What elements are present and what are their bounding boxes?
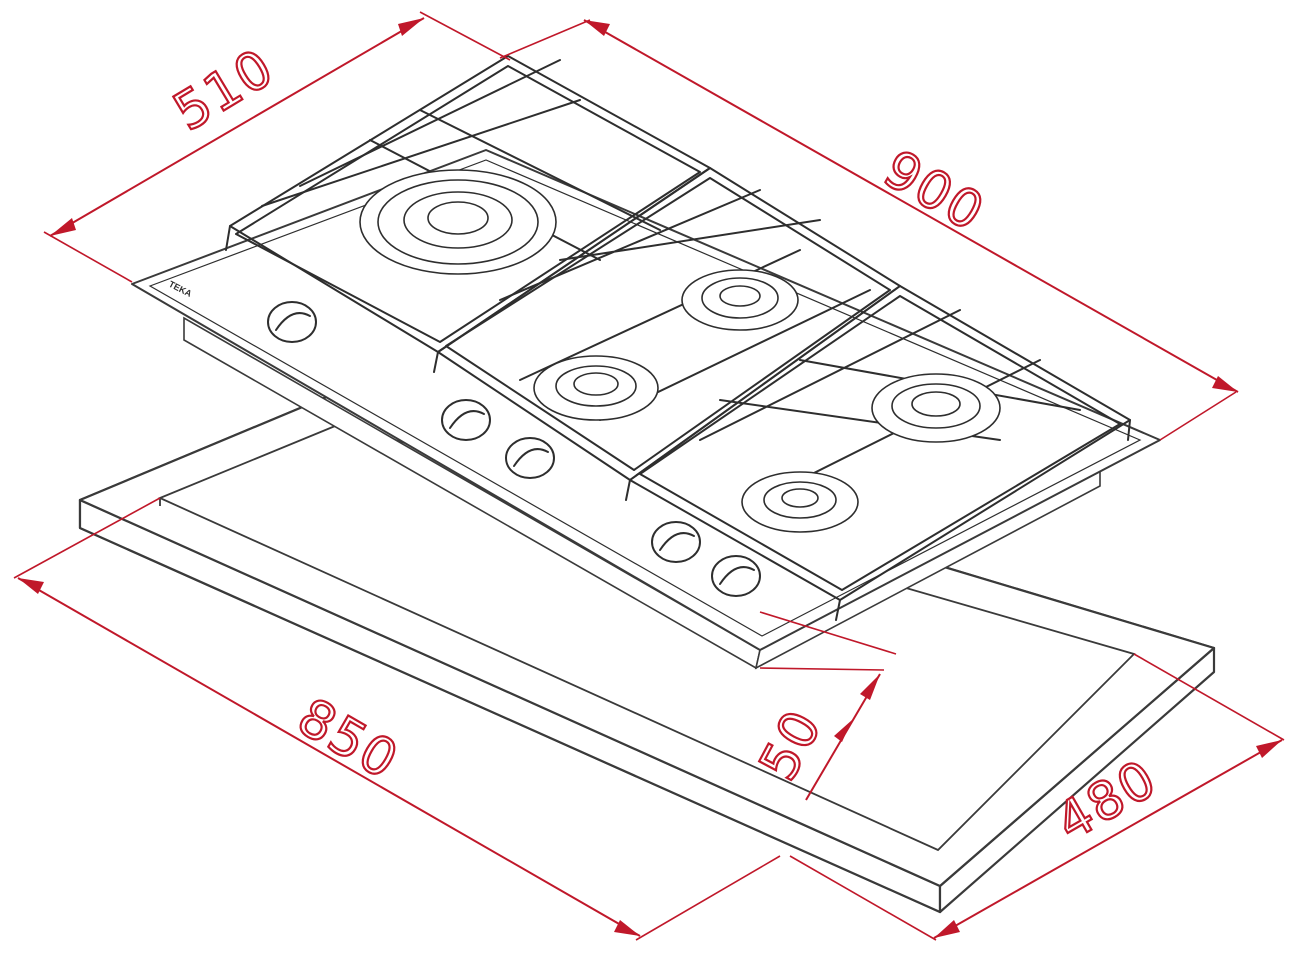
dimension-depth-label: 510 (164, 37, 285, 143)
dimension-cutout-width-label: 850 (288, 687, 409, 792)
burners (359, 169, 1001, 533)
countertop-cutout (78, 386, 1216, 914)
burner-front-middle (533, 355, 659, 421)
knob-5 (711, 555, 761, 597)
control-knobs (267, 301, 761, 597)
burner-rear-right (871, 373, 1001, 443)
knob-4 (651, 521, 701, 563)
burner-rear-middle (681, 269, 799, 331)
knob-1 (267, 301, 317, 343)
knob-2 (441, 399, 491, 441)
knob-3 (505, 437, 555, 479)
dimension-width-label: 900 (874, 139, 995, 244)
burner-wok (359, 169, 557, 275)
burner-front-right (741, 471, 859, 533)
pan-supports (225, 55, 1131, 621)
